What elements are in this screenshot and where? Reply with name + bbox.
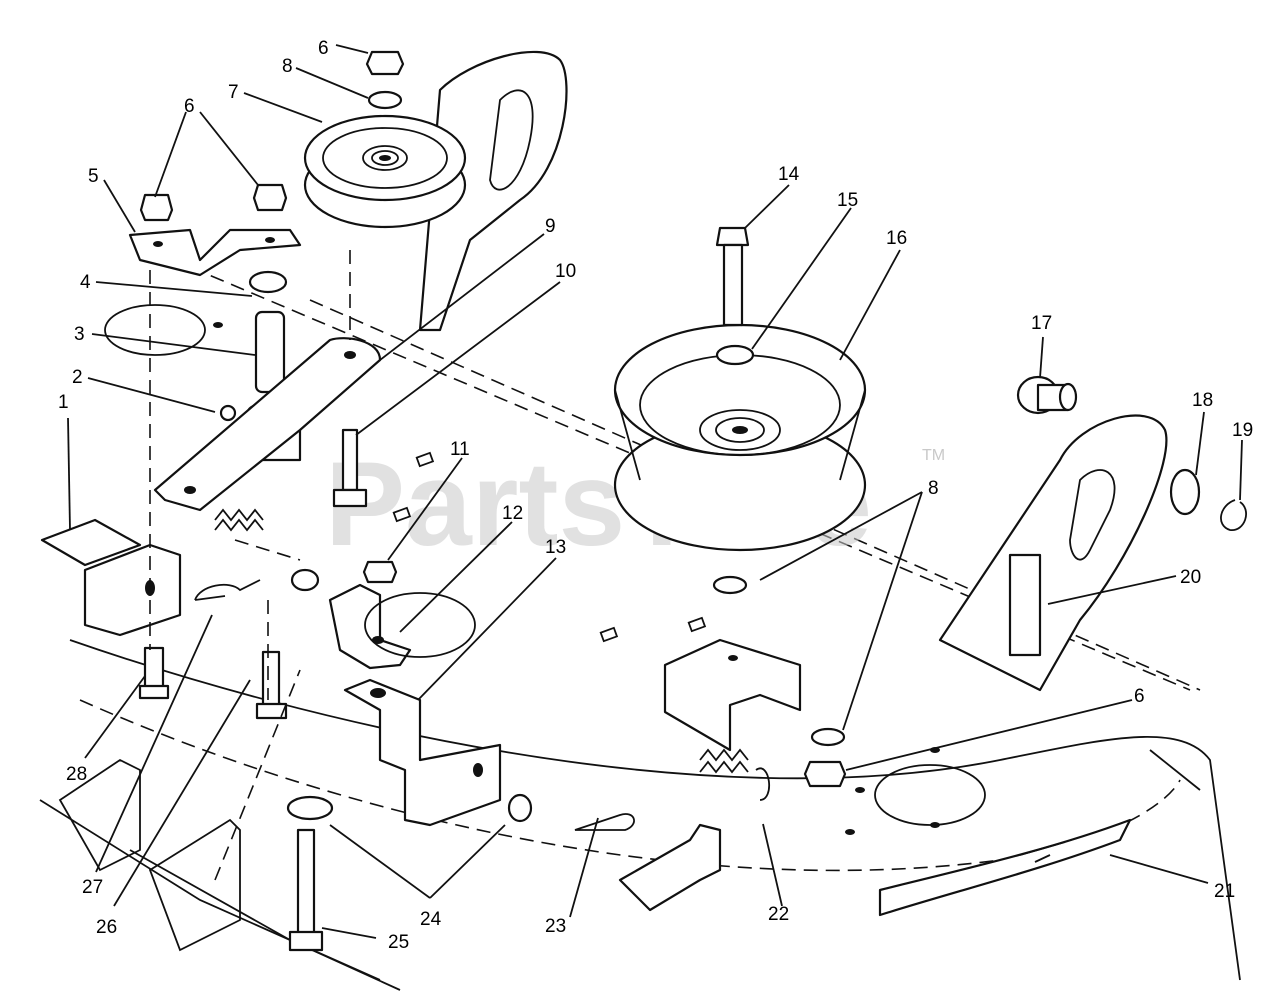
- hairpin-clip: [194, 579, 261, 601]
- flat-washer-right: [1169, 468, 1201, 516]
- shoulder-bolt: [332, 428, 368, 508]
- flange-bushing: [248, 270, 288, 294]
- callout-8b: 8: [928, 478, 939, 499]
- callout-12: 12: [502, 503, 523, 524]
- deck-baffle: [878, 818, 1132, 917]
- deck-bolt-left: [138, 646, 170, 700]
- lock-nut-top: [365, 50, 405, 76]
- cotter-pin: [574, 813, 635, 831]
- spacer-tube: [254, 310, 286, 394]
- right-arm-plate: [938, 414, 1168, 692]
- callout-21: 21: [1214, 881, 1235, 902]
- deck-bolt-center: [255, 650, 288, 720]
- callout-6c: 6: [1134, 686, 1145, 707]
- callout-9: 9: [545, 216, 556, 237]
- callout-5: 5: [88, 166, 99, 187]
- callout-19: 19: [1232, 420, 1253, 441]
- callout-2: 2: [72, 367, 83, 388]
- callout-10: 10: [555, 261, 576, 282]
- lock-nut-right: [252, 183, 288, 212]
- lock-nut-lower: [803, 760, 847, 788]
- pulley-washer: [715, 344, 755, 366]
- flange-bushing-right: [1016, 375, 1078, 415]
- flat-washer-24a: [286, 795, 334, 821]
- spring-anchor: [618, 823, 722, 912]
- idler-bracket: [343, 678, 502, 827]
- safety-decal: [1008, 553, 1042, 657]
- callout-28: 28: [66, 764, 87, 785]
- pulley-bolt: [715, 226, 750, 327]
- long-bolt: [288, 828, 324, 952]
- callout-11: 11: [450, 439, 470, 460]
- idler-arm-plate: [418, 50, 568, 332]
- callout-24: 24: [420, 909, 442, 930]
- callout-18: 18: [1192, 390, 1213, 411]
- callout-27: 27: [82, 877, 103, 898]
- callout-6b: 6: [318, 38, 329, 59]
- leader-lines: [67, 44, 1243, 939]
- callout-17: 17: [1031, 313, 1052, 334]
- extension-spring-right: [699, 748, 771, 801]
- hex-nut-small: [219, 404, 237, 422]
- spacer-washer-upper: [712, 575, 748, 595]
- main-idler-pulley: [613, 323, 867, 552]
- spacer-washer-lower: [810, 727, 846, 747]
- callout-25: 25: [388, 932, 409, 953]
- callout-7: 7: [228, 82, 239, 103]
- callout-6a: 6: [184, 96, 195, 117]
- callout-labels: 1 2 3 4 5 6 6 6 7 8 8 9 10 11 12 13 14 1…: [58, 38, 1253, 953]
- callout-26: 26: [96, 917, 117, 938]
- flat-washer-24b: [507, 793, 533, 823]
- flat-washer-top: [367, 90, 403, 110]
- spacer-bracket: [128, 228, 302, 277]
- lock-nut-left: [139, 193, 174, 222]
- callout-1: 1: [58, 392, 69, 413]
- upper-idler-pulley: [303, 114, 467, 229]
- extension-spring-left: [214, 508, 264, 532]
- watermark-trademark: TM: [922, 447, 945, 464]
- callout-15: 15: [837, 190, 858, 211]
- label-decal: [40, 518, 142, 567]
- idler-arm: [153, 337, 382, 512]
- callout-13: 13: [545, 537, 566, 558]
- pivot-bracket: [328, 583, 412, 670]
- washer-mid: [290, 568, 320, 592]
- callout-23: 23: [545, 916, 566, 937]
- callout-14: 14: [778, 164, 800, 185]
- callout-16: 16: [886, 228, 907, 249]
- callout-22: 22: [768, 904, 789, 925]
- pulley-mount-bracket: [663, 638, 802, 752]
- callout-20: 20: [1180, 567, 1201, 588]
- retaining-ring: [1220, 499, 1247, 531]
- callout-3: 3: [74, 324, 85, 345]
- callout-4: 4: [80, 272, 91, 293]
- hex-nut-11: [362, 560, 398, 584]
- callout-8a: 8: [282, 56, 293, 77]
